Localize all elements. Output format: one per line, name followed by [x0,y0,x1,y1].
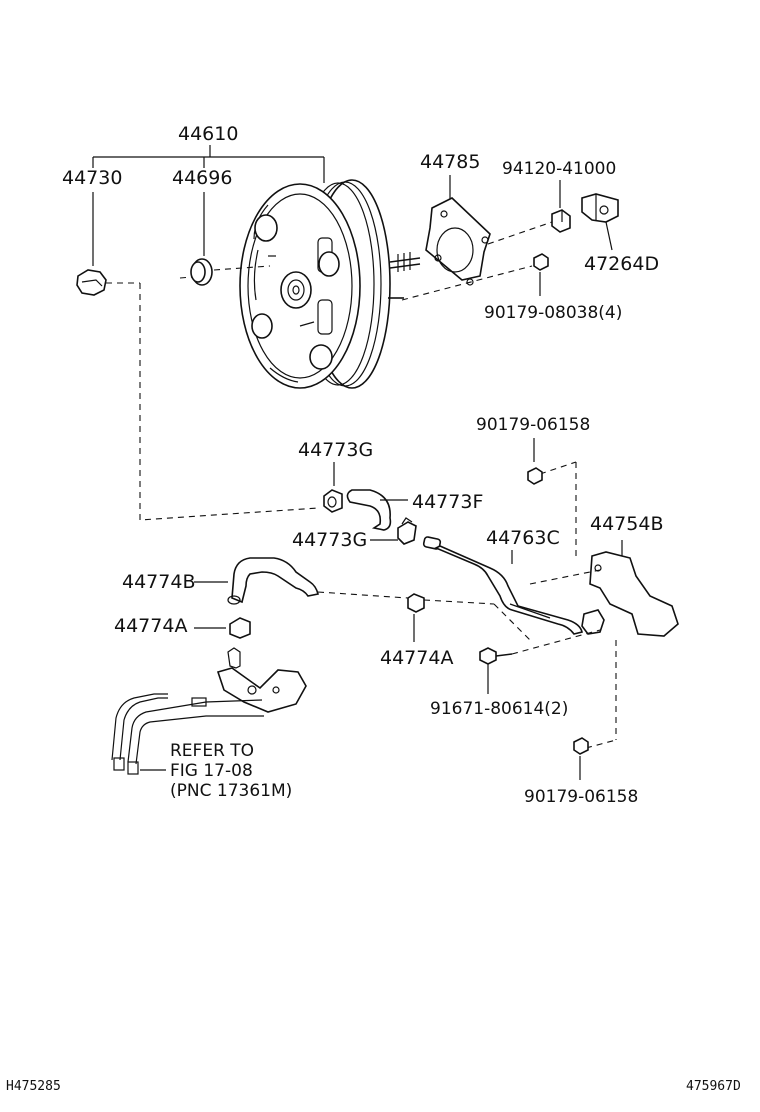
label-44696: 44696 [172,167,232,189]
bracket-44754b[interactable] [529,461,679,749]
label-90179-06158-upper: 90179-06158 [476,415,590,435]
label-44763c: 44763C [486,527,560,549]
brake-booster[interactable] [239,179,421,389]
nut-90179-06158-lower[interactable] [573,737,589,780]
nut-94120-41000[interactable] [551,180,571,233]
label-44730: 44730 [62,167,122,189]
footer: H475285 475967D [6,1079,741,1094]
label-94120-41000: 94120-41000 [502,159,616,179]
nut-90179-06158-upper[interactable] [527,438,543,485]
label-90179-08038: 90179-08038(4) [484,303,622,323]
footer-left-code: H475285 [6,1079,61,1094]
label-44773f: 44773F [412,491,483,513]
nut-90179-08038[interactable] [533,253,549,296]
hose-44773f[interactable] [346,489,408,531]
refer-note-line-1: REFER TO [170,741,254,761]
label-47264d: 47264D [584,253,659,275]
check-valve-44730[interactable] [76,192,193,296]
part-labels: 44610 44730 44696 44785 94120-41000 4726… [62,123,663,807]
clamp-44773g-upper[interactable] [323,462,343,513]
label-44773g-upper: 44773G [298,439,373,461]
label-44774b: 44774B [122,571,195,593]
footer-right-code: 475967D [686,1079,741,1094]
hose-44763c[interactable] [422,536,583,635]
clamp-44773g-lower[interactable] [370,517,417,545]
clevis-47264d[interactable] [581,193,619,251]
vacuum-line-guide [139,283,319,521]
bolt-91671-80614[interactable] [479,629,601,694]
grommet-44696[interactable] [190,192,271,286]
label-44774a-mid: 44774A [380,647,453,669]
label-44773g-lower: 44773G [292,529,367,551]
label-44785: 44785 [420,151,480,173]
assembly-bracket-44610 [92,145,325,183]
refer-note-line-2: FIG 17-08 [170,761,253,781]
label-44774a-left: 44774A [114,615,187,637]
refer-note-line-3: (PNC 17361M) [170,781,292,801]
label-91671-80614: 91671-80614(2) [430,699,568,719]
clamp-44774a-left[interactable] [194,617,251,639]
clamp-44774a-mid[interactable] [407,593,531,642]
label-44610: 44610 [178,123,238,145]
hose-44774b[interactable] [194,557,409,605]
label-90179-06158-lower: 90179-06158 [524,787,638,807]
gasket-44785[interactable] [401,175,553,301]
label-44754b: 44754B [590,513,663,535]
reference-brake-lines[interactable] [111,647,307,775]
